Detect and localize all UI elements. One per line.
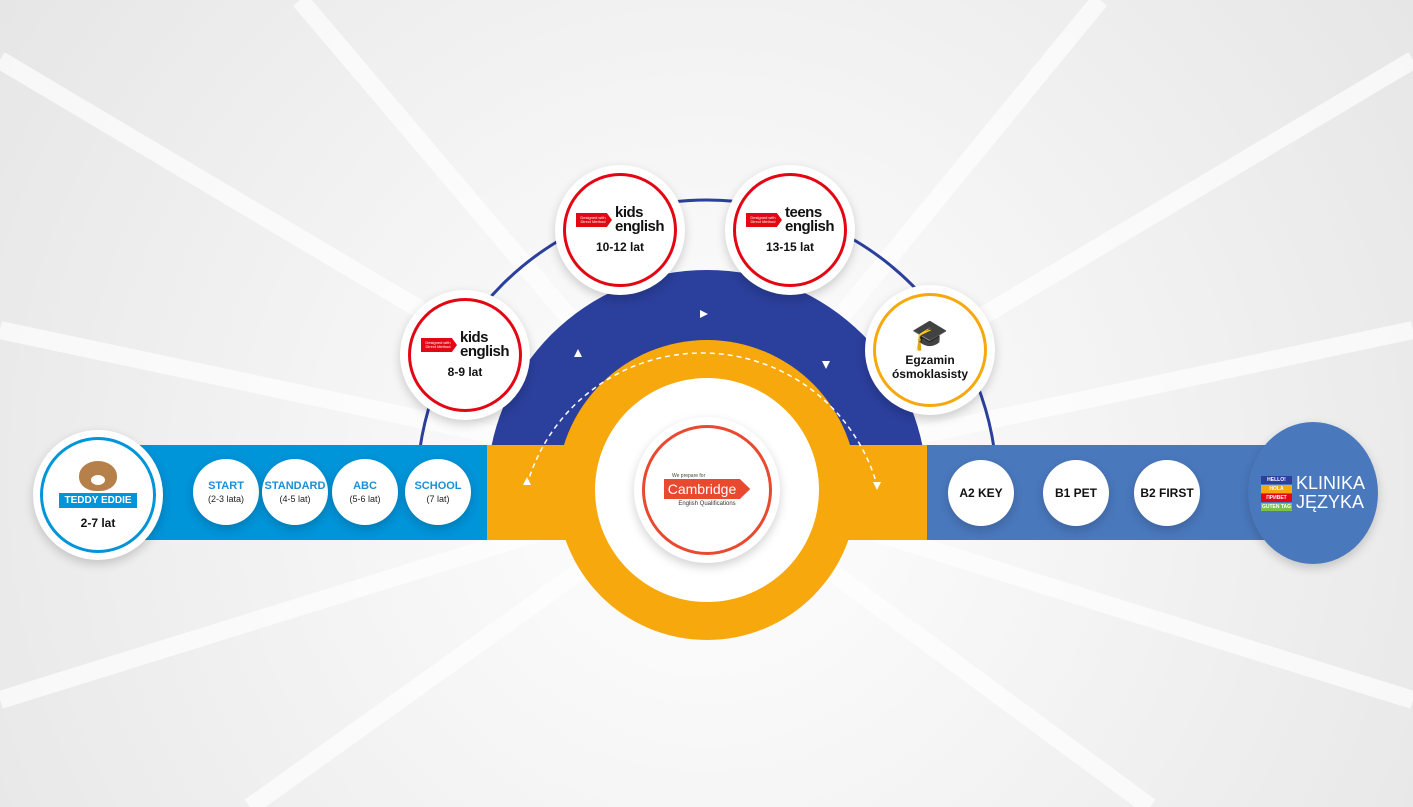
level-age: (7 lat)	[426, 494, 450, 504]
level-standard[interactable]: STANDARD (4-5 lat)	[262, 459, 328, 525]
level-start[interactable]: START (2-3 lata)	[193, 459, 259, 525]
teddy-bear-icon	[79, 460, 117, 491]
level-name: START	[208, 480, 244, 492]
exam-b2-first[interactable]: B2 FIRST	[1134, 460, 1200, 526]
klinika-line: JĘZYKA	[1296, 492, 1365, 512]
level-age: (4-5 lat)	[279, 494, 311, 504]
bubble: ПРИВЕТ	[1260, 493, 1293, 502]
direct-method-tag: Designed with Direct Method	[420, 337, 457, 353]
level-abc[interactable]: ABC (5-6 lat)	[332, 459, 398, 525]
arrow-icon	[873, 482, 881, 490]
teddy-eddie-badge[interactable]: TEDDY EDDIE 2-7 lat	[33, 430, 163, 560]
level-age: (2-3 lata)	[207, 494, 244, 504]
level-name: ABC	[353, 480, 377, 492]
cambridge-logo: Cambridge	[663, 479, 751, 499]
arrow-icon	[700, 310, 708, 318]
level-name: SCHOOL	[414, 480, 462, 492]
exam-name: A2 KEY	[959, 486, 1003, 500]
arrow-icon	[523, 477, 531, 485]
dashed-path	[526, 352, 878, 486]
level-school[interactable]: SCHOOL (7 lat)	[405, 459, 471, 525]
direct-method-tag: Designed with Direct Method	[745, 212, 782, 228]
arrow-icon	[822, 361, 830, 369]
exam-b1-pet[interactable]: B1 PET	[1043, 460, 1109, 526]
arrow-icon	[574, 349, 582, 357]
language-bubbles: HELLO! HOLA ПРИВЕТ GUTEN TAG	[1260, 475, 1293, 511]
cambridge-badge[interactable]: We prepare for Cambridge English Qualifi…	[634, 417, 780, 563]
bubble: HOLA	[1260, 484, 1293, 493]
level-age: (5-6 lat)	[349, 494, 381, 504]
klinika-jezyka-logo[interactable]: HELLO! HOLA ПРИВЕТ GUTEN TAG KLINIKA JĘZ…	[1248, 422, 1378, 564]
bubble: HELLO!	[1260, 475, 1293, 484]
level-name: STANDARD	[264, 480, 326, 492]
exam-a2-key[interactable]: A2 KEY	[948, 460, 1014, 526]
exam-name: B1 PET	[1054, 486, 1097, 500]
klinika-line: KLINIKA	[1296, 473, 1366, 493]
bubble: GUTEN TAG	[1260, 502, 1293, 511]
direct-method-tag: Designed with Direct Method	[575, 212, 612, 228]
exam-name: B2 FIRST	[1140, 486, 1194, 500]
exam-osmoklasisty[interactable]: 🎓 Egzamin ósmoklasisty	[865, 285, 995, 415]
